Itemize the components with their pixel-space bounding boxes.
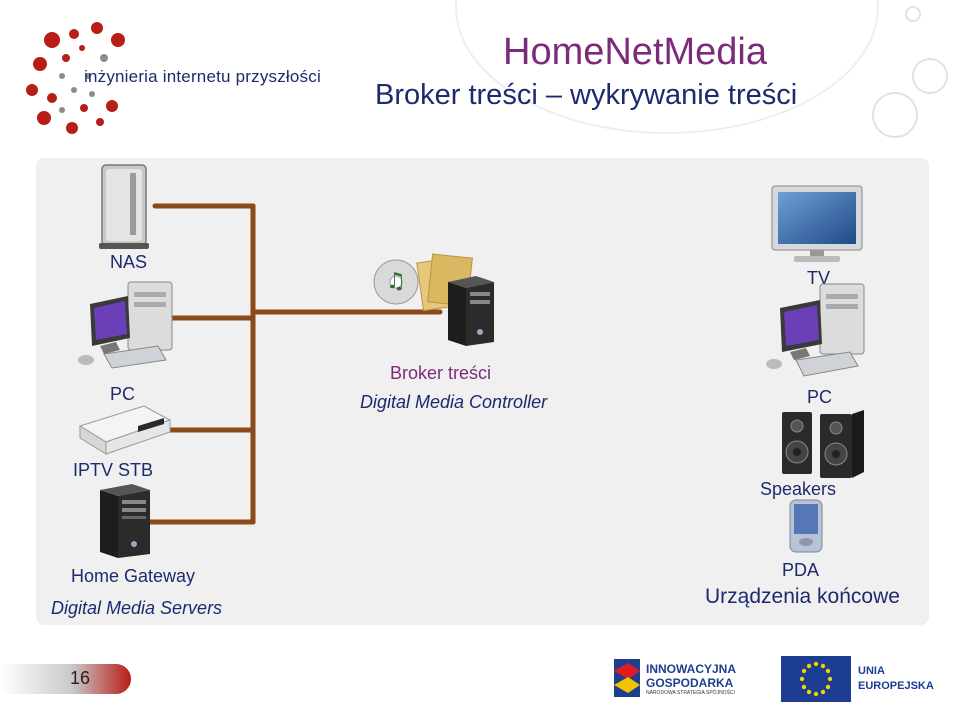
eu-logo-line1: UNIA: [858, 665, 885, 677]
nas-icon: [99, 164, 149, 249]
tv-icon: [771, 185, 863, 262]
pda-label: PDA: [782, 560, 820, 580]
pc-right-icon: [766, 283, 865, 377]
home-gateway-label: Home Gateway: [71, 566, 196, 586]
decor-circle: [872, 92, 918, 138]
eu-logo-line2: EUROPEJSKA: [858, 680, 934, 692]
page-number: 16: [70, 668, 91, 688]
iptv-stb-label: IPTV STB: [73, 460, 154, 480]
ig-logo-line2: GOSPODARKA: [646, 676, 734, 690]
pc-right-label: PC: [807, 387, 833, 407]
footer-page-bar: [0, 664, 131, 694]
decor-circle: [912, 58, 948, 94]
ig-logo-line1: INNOWACYJNA: [646, 662, 737, 676]
page-subtitle: Broker treści – wykrywanie treści: [375, 79, 798, 111]
nas-label: NAS: [110, 252, 148, 272]
project-logo-icon: [26, 22, 125, 134]
innowacyjna-gospodarka-logo-icon: [614, 659, 640, 697]
servers-group-label: Digital Media Servers: [51, 598, 223, 618]
broker-title-label: Broker treści: [390, 363, 492, 383]
tv-label: TV: [807, 268, 831, 288]
broker-subtitle-label: Digital Media Controller: [360, 392, 548, 412]
speakers-icon: [782, 410, 864, 478]
home-gateway-icon: [100, 484, 150, 558]
iptv-stb-icon: [78, 405, 172, 455]
project-logo-text: inżynieria internetu przyszłości: [84, 67, 321, 86]
speakers-label: Speakers: [760, 479, 837, 499]
decor-circle: [905, 6, 921, 22]
page-title: HomeNetMedia: [503, 31, 767, 73]
ig-logo-line3: NARODOWA STRATEGIA SPÓJNOŚCI: [646, 690, 735, 696]
broker-server-icon: [448, 276, 494, 346]
eu-flag-icon: [781, 656, 851, 702]
renderers-group-label: Urządzenia końcowe: [705, 585, 900, 608]
svg-text:♫: ♫: [386, 269, 406, 294]
pc-left-label: PC: [110, 384, 136, 404]
pc-left-icon: [78, 281, 173, 369]
pda-icon: [789, 499, 823, 553]
